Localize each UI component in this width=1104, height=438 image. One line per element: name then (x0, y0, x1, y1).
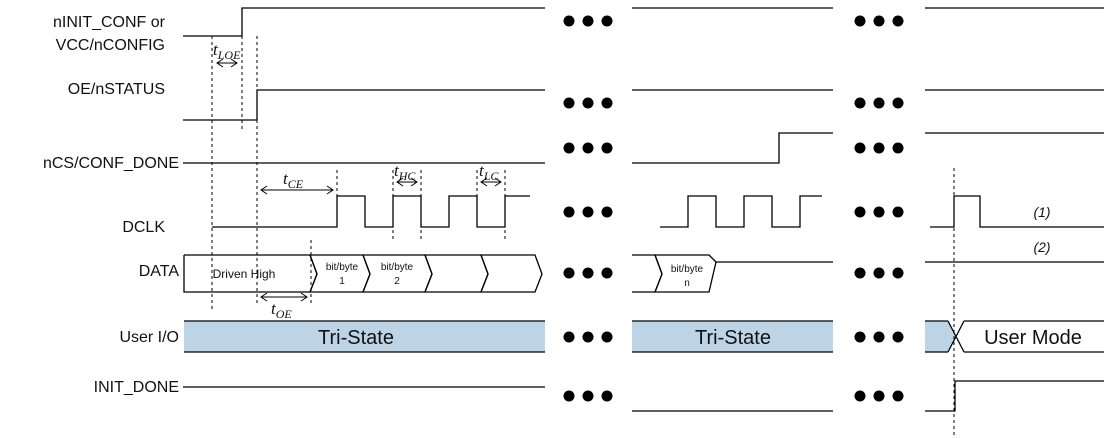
continuation-dot-ninit-right-1 (854, 15, 866, 27)
continuation-dot-ninit-left-3 (601, 15, 613, 27)
tri-state-region-3 (925, 321, 956, 352)
continuation-dot-ncs-conf-done-left-3 (601, 142, 613, 154)
continuation-dot-ncs-conf-done-right-1 (854, 142, 866, 154)
continuation-dot-ncs-conf-done-left-1 (563, 142, 575, 154)
continuation-dot-oe-nstatus-left-1 (563, 97, 575, 109)
timing-label-t-lc: tLC (479, 161, 499, 183)
timing-arrow-t-loe (216, 58, 238, 68)
timing-arrow-t-lc (480, 177, 502, 187)
continuation-dot-dclk-right-3 (892, 206, 904, 218)
timing-label-t-ce: tCE (283, 169, 304, 191)
signal-label-oe-nstatus: OE/nSTATUS (68, 81, 165, 98)
continuation-dot-dclk-left-1 (563, 206, 575, 218)
waveform-data (183, 254, 1104, 293)
waveform-ncs-conf-done (183, 132, 1104, 164)
continuation-dot-user-io-left-1 (563, 331, 575, 343)
continuation-dot-oe-nstatus-right-2 (873, 97, 885, 109)
continuation-dot-data-left-2 (582, 267, 594, 279)
continuation-dot-oe-nstatus-right-3 (892, 97, 904, 109)
timing-arrow-t-oe (260, 292, 308, 302)
continuation-dot-ncs-conf-done-left-2 (582, 142, 594, 154)
continuation-dot-data-right-2 (873, 267, 885, 279)
data-byte1-label-top: bit/byte (326, 262, 359, 273)
continuation-dot-init-done-right-2 (873, 390, 885, 402)
continuation-dot-data-left-3 (601, 267, 613, 279)
data-box-byte3 (424, 254, 489, 293)
waveform-user-io (184, 320, 1104, 353)
note-1-label: (1) (1033, 204, 1050, 220)
continuation-dot-ncs-conf-done-right-2 (873, 142, 885, 154)
continuation-dot-ninit-right-2 (873, 15, 885, 27)
data-box-byten (654, 254, 717, 293)
data-byte2-label-bottom: 2 (394, 276, 400, 287)
continuation-dot-init-done-right-3 (892, 390, 904, 402)
continuation-dot-oe-nstatus-left-3 (601, 97, 613, 109)
continuation-dot-data-left-1 (563, 267, 575, 279)
data-byte2-label-top: bit/byte (381, 262, 414, 273)
signal-label-dclk: DCLK (122, 219, 165, 236)
data-byten-label-bottom: n (684, 278, 690, 289)
continuation-dot-user-io-left-2 (582, 331, 594, 343)
continuation-dot-data-right-3 (892, 267, 904, 279)
timing-arrow-t-hc (396, 177, 418, 187)
signal-label-vcc-nconfig: VCC/nCONFIG (56, 37, 165, 54)
continuation-dot-ninit-left-2 (582, 15, 594, 27)
signal-label-data: DATA (139, 263, 180, 280)
waveform-ninit-conf (183, 7, 1104, 37)
continuation-dot-ninit-right-3 (892, 15, 904, 27)
note-2-label: (2) (1033, 239, 1050, 255)
tri-state-label-2: Tri-State (695, 327, 771, 349)
continuation-dot-init-done-left-3 (601, 390, 613, 402)
tri-state-region-1 (184, 321, 545, 352)
data-byte1-label-bottom: 1 (339, 276, 345, 287)
signal-label-init-done: INIT_DONE (94, 379, 179, 396)
signal-label-user-io: User I/O (119, 329, 179, 346)
continuation-dot-dclk-right-2 (873, 206, 885, 218)
waveform-dclk (212, 195, 1104, 228)
tri-state-label-1: Tri-State (318, 327, 394, 349)
continuation-dots (563, 15, 904, 402)
user-mode-label: User Mode (984, 327, 1082, 349)
continuation-dot-dclk-left-2 (582, 206, 594, 218)
continuation-dot-dclk-right-1 (854, 206, 866, 218)
continuation-dot-ncs-conf-done-right-3 (892, 142, 904, 154)
signal-label-ncs-conf-done: nCS/CONF_DONE (43, 155, 179, 172)
timing-label-t-oe: tOE (271, 299, 292, 321)
continuation-dot-init-done-left-1 (563, 390, 575, 402)
data-driven-high-label: Driven High (213, 267, 276, 281)
timing-label-t-hc: tHC (394, 161, 416, 183)
continuation-dot-oe-nstatus-right-1 (854, 97, 866, 109)
waveform-oe-nstatus (183, 89, 1104, 121)
data-box-byte4 (480, 254, 543, 293)
signal-label-ninit-conf: nINIT_CONF or (53, 14, 166, 31)
continuation-dot-init-done-right-1 (854, 390, 866, 402)
waveform-init-done (183, 380, 1104, 412)
continuation-dot-user-io-right-3 (892, 331, 904, 343)
tri-state-region-2 (632, 321, 833, 352)
continuation-dot-dclk-left-3 (601, 206, 613, 218)
timing-arrow-t-ce (260, 185, 334, 195)
dashed-reference-lines (211, 36, 955, 438)
continuation-dot-data-right-1 (854, 267, 866, 279)
continuation-dot-oe-nstatus-left-2 (582, 97, 594, 109)
continuation-dot-init-done-left-2 (582, 390, 594, 402)
data-byten-label-top: bit/byte (671, 264, 704, 275)
continuation-dot-user-io-right-2 (873, 331, 885, 343)
continuation-dot-user-io-right-1 (854, 331, 866, 343)
continuation-dot-ninit-left-1 (563, 15, 575, 27)
continuation-dot-user-io-left-3 (601, 331, 613, 343)
timing-label-t-loe: tLOE (213, 40, 241, 62)
